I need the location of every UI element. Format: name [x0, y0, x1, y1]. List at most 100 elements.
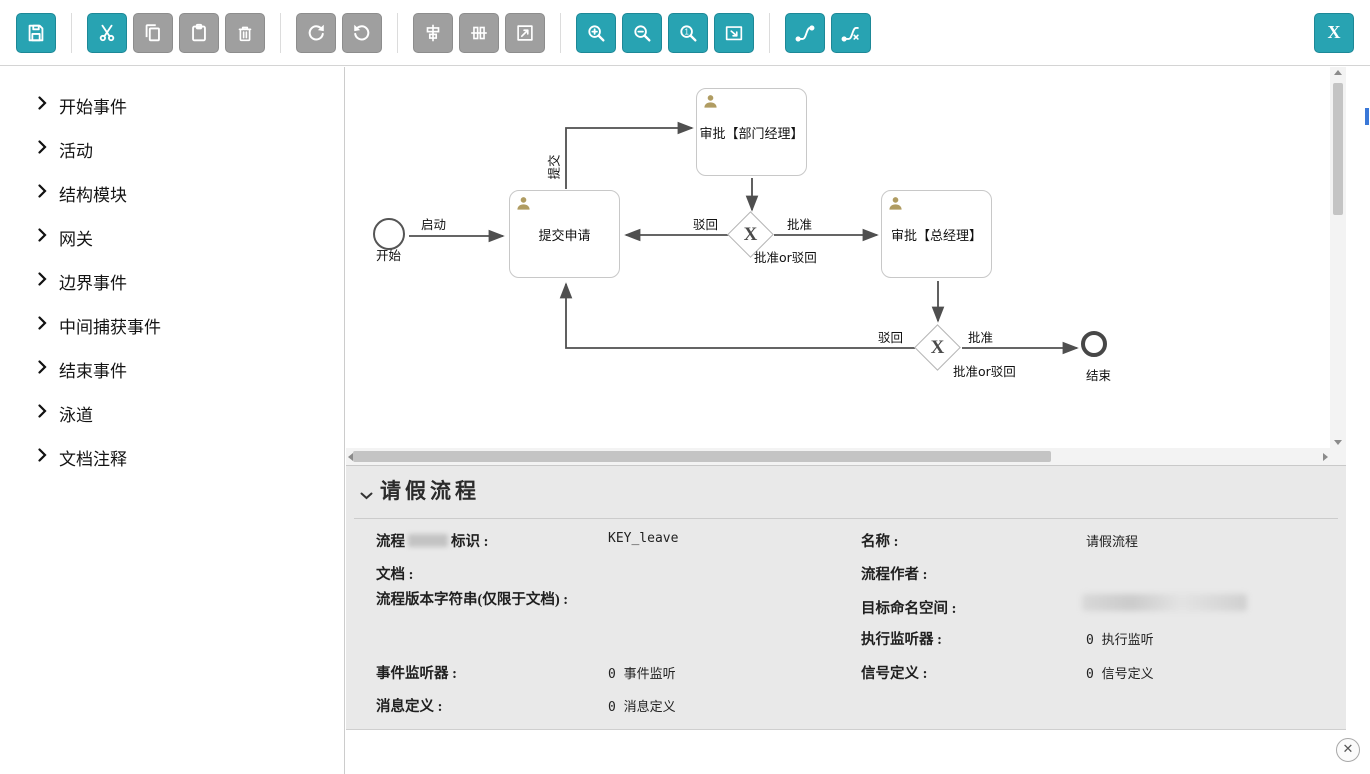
trash-icon	[234, 22, 256, 44]
task-general-manager-approval[interactable]: 审批【总经理】	[881, 190, 992, 278]
gateway-1[interactable]: X	[727, 211, 774, 258]
toolbar-separator	[560, 12, 561, 53]
palette-item-boundary-events[interactable]: 边界事件	[0, 259, 344, 303]
palette-item-label: 结构模块	[59, 185, 127, 206]
palette-item-gateways[interactable]: 网关	[0, 215, 344, 259]
distribute-icon	[468, 22, 490, 44]
palette-item-activities[interactable]: 活动	[0, 127, 344, 171]
gateway-2[interactable]: X	[914, 324, 961, 371]
redo-button[interactable]	[296, 12, 336, 53]
save-icon	[25, 22, 47, 44]
undo-button[interactable]	[342, 12, 382, 53]
field-value-name[interactable]: 请假流程	[1086, 535, 1139, 550]
palette-item-label: 开始事件	[59, 97, 127, 118]
zoom-out-button[interactable]	[622, 12, 662, 53]
zoom-out-icon	[631, 22, 653, 44]
collapse-chevron-icon[interactable]	[360, 487, 373, 505]
sequence-flows	[409, 121, 1079, 355]
start-event-node[interactable]	[373, 218, 405, 250]
chevron-right-icon	[38, 183, 47, 203]
zoom-fit-button[interactable]	[714, 12, 754, 53]
field-value-signal-definitions[interactable]: 0 信号定义	[1086, 667, 1154, 682]
bendpoint-remove-icon	[840, 22, 862, 44]
zoom-in-button[interactable]	[576, 12, 616, 53]
palette-sidebar: 开始事件 活动 结构模块 网关 边界事件 中间捕获事件 结束事件 泳道 文档注释	[0, 67, 345, 774]
delete-button[interactable]	[225, 12, 265, 53]
palette-item-intermediate-events[interactable]: 中间捕获事件	[0, 303, 344, 347]
palette-item-start-events[interactable]: 开始事件	[0, 83, 344, 127]
horizontal-scroll-thumb[interactable]	[353, 451, 1051, 462]
scroll-down-arrow-icon[interactable]	[1334, 440, 1342, 445]
canvas-horizontal-scrollbar	[346, 448, 1330, 465]
panel-divider	[354, 518, 1338, 519]
flow-label-approve-1: 批准	[787, 217, 813, 232]
field-label-documentation: 文档 :	[376, 567, 414, 583]
user-task-icon	[516, 196, 531, 215]
palette-item-label: 边界事件	[59, 273, 127, 294]
end-event-node[interactable]	[1081, 331, 1107, 357]
diagram-canvas[interactable]: 开始 启动 提交申请 提交 审批【部门经理】 X 驳回 批准 批准or驳回 审批…	[346, 67, 1330, 448]
field-value-execution-listeners[interactable]: 0 执行监听	[1086, 633, 1154, 648]
toolbar-separator	[397, 12, 398, 53]
scroll-left-arrow-icon[interactable]	[348, 453, 353, 461]
user-task-icon	[703, 94, 718, 113]
palette-item-end-events[interactable]: 结束事件	[0, 347, 344, 391]
gateway-x-mark: X	[743, 223, 758, 245]
field-label-signal-definitions: 信号定义 :	[861, 666, 928, 682]
field-value-process-key[interactable]: KEY_leave	[608, 531, 679, 546]
paste-button[interactable]	[179, 12, 219, 53]
cut-button[interactable]	[87, 12, 127, 53]
flow-label-submit: 提交	[546, 154, 562, 180]
vertical-scroll-thumb[interactable]	[1333, 83, 1343, 215]
field-value-namespace-blurred[interactable]	[1082, 594, 1247, 611]
toolbar-separator	[769, 12, 770, 53]
bendpoint-add-icon	[794, 22, 816, 44]
task-label: 审批【部门经理】	[699, 126, 804, 142]
zoom-fit-icon	[723, 22, 745, 44]
flow-label-reject-1: 驳回	[693, 217, 719, 232]
field-label-version-string: 流程版本字符串(仅限于文档) :	[376, 592, 569, 608]
toolbar-separator	[280, 12, 281, 53]
palette-item-label: 结束事件	[59, 361, 127, 382]
field-label-process-key: 流程标识 :	[376, 534, 489, 550]
palette-item-label: 泳道	[59, 405, 93, 426]
align-middle-button[interactable]	[413, 12, 453, 53]
end-event-label: 结束	[1086, 368, 1112, 383]
page-close-button[interactable]: ✕	[1336, 738, 1360, 762]
field-label-namespace: 目标命名空间 :	[861, 601, 957, 617]
close-designer-label: X	[1327, 22, 1341, 42]
chevron-right-icon	[38, 95, 47, 115]
copy-button[interactable]	[133, 12, 173, 53]
copy-icon	[142, 22, 164, 44]
close-designer-button[interactable]: X	[1314, 12, 1354, 53]
zoom-in-icon	[585, 22, 607, 44]
task-label: 提交申请	[538, 228, 591, 244]
palette-item-swimlanes[interactable]: 泳道	[0, 391, 344, 435]
zoom-actual-button[interactable]: 1	[668, 12, 708, 53]
chevron-right-icon	[38, 271, 47, 291]
gateway-1-caption: 批准or驳回	[754, 250, 817, 265]
field-value-message-definitions[interactable]: 0 消息定义	[608, 700, 676, 715]
scroll-up-arrow-icon[interactable]	[1334, 70, 1342, 75]
bendpoint-remove-button[interactable]	[831, 12, 871, 53]
bendpoint-add-button[interactable]	[785, 12, 825, 53]
flow-label-reject-2: 驳回	[878, 330, 904, 345]
task-label: 审批【总经理】	[890, 228, 982, 244]
palette-item-annotations[interactable]: 文档注释	[0, 435, 344, 479]
canvas-vertical-scrollbar	[1330, 67, 1346, 448]
properties-panel: 请假流程 流程标识 : KEY_leave 文档 : 流程版本字符串(仅限于文档…	[346, 465, 1346, 730]
gateway-2-caption: 批准or驳回	[953, 364, 1016, 379]
scroll-right-arrow-icon[interactable]	[1323, 453, 1328, 461]
process-title: 请假流程	[380, 479, 480, 503]
scissors-icon	[96, 22, 118, 44]
same-size-button[interactable]	[505, 12, 545, 53]
task-submit-request[interactable]: 提交申请	[509, 190, 620, 278]
save-button[interactable]	[16, 12, 56, 53]
close-icon: ✕	[1342, 742, 1354, 757]
palette-item-structural[interactable]: 结构模块	[0, 171, 344, 215]
field-label-event-listeners: 事件监听器 :	[376, 666, 457, 682]
field-value-event-listeners[interactable]: 0 事件监听	[608, 667, 676, 682]
start-event-label: 开始	[376, 248, 402, 263]
distribute-button[interactable]	[459, 12, 499, 53]
task-dept-manager-approval[interactable]: 审批【部门经理】	[696, 88, 807, 176]
